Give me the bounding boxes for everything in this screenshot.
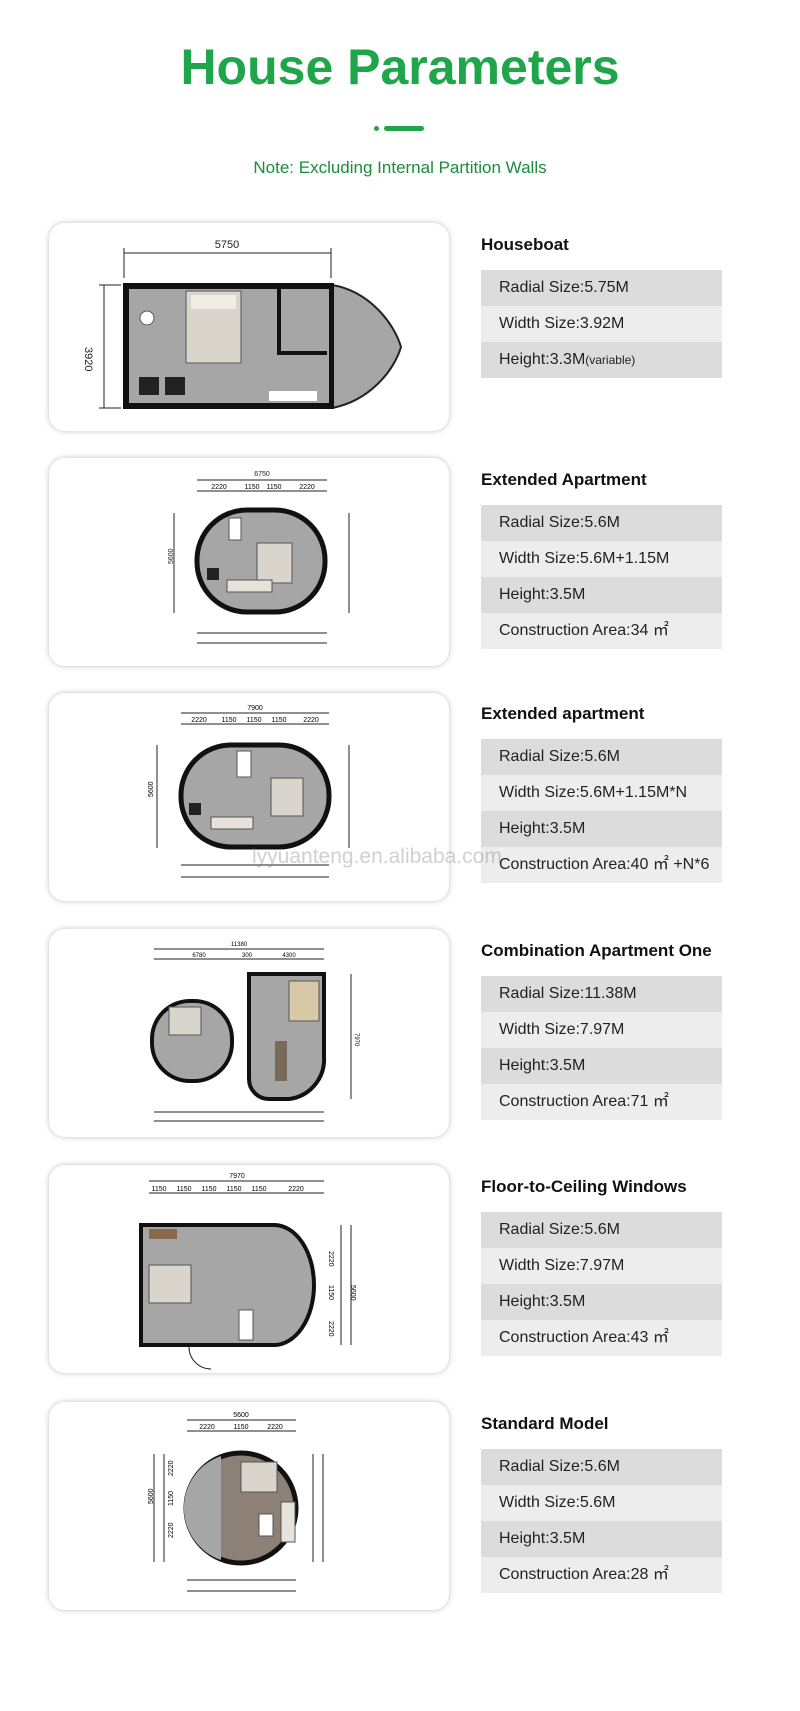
spec-area: Construction Area:71 ㎡ <box>481 1084 722 1120</box>
svg-text:5600: 5600 <box>233 1412 249 1419</box>
svg-text:1150: 1150 <box>244 484 259 491</box>
spec-section-houseboat: Houseboat Radial Size:5.75M Width Size:3… <box>481 232 781 378</box>
model-title: Standard Model <box>481 1414 609 1433</box>
spec-width: Width Size:3.92M <box>481 306 722 342</box>
extended-apartment-floorplan: 6750 2220 1150 1150 2220 5600 <box>168 471 350 644</box>
spec-radial: Radial Size:5.6M <box>481 739 722 775</box>
floorplan-card-houseboat: 5750 3920 <box>49 223 449 431</box>
svg-text:6780: 6780 <box>192 953 206 959</box>
svg-text:2220: 2220 <box>267 1424 283 1431</box>
spec-radial: Radial Size:5.6M <box>481 1449 722 1485</box>
svg-text:5600: 5600 <box>168 548 175 564</box>
svg-text:2220: 2220 <box>191 717 207 724</box>
extended-apartment-n-floorplan: 7900 2220 1150 1150 1150 2220 5600 <box>148 705 350 878</box>
spec-section-extended-apartment: Extended Apartment Radial Size:5.6M Widt… <box>481 467 781 649</box>
svg-text:1150: 1150 <box>151 1186 166 1193</box>
spec-height: Height:3.5M <box>481 811 722 847</box>
svg-text:7970: 7970 <box>229 1173 245 1180</box>
dim-breadth: 3920 <box>82 347 94 371</box>
model-title: Extended apartment <box>481 704 645 723</box>
svg-text:6750: 6750 <box>254 471 270 478</box>
svg-text:2220: 2220 <box>211 484 227 491</box>
spec-width: Width Size:5.6M <box>481 1485 722 1521</box>
spec-section-standard-model: Standard Model Radial Size:5.6M Width Si… <box>481 1411 781 1593</box>
svg-text:1150: 1150 <box>168 1491 175 1506</box>
svg-text:1150: 1150 <box>201 1186 216 1193</box>
spec-section-floor-to-ceiling-windows: Floor-to-Ceiling Windows Radial Size:5.6… <box>481 1174 781 1356</box>
svg-text:1150: 1150 <box>246 717 261 724</box>
svg-text:2220: 2220 <box>327 1251 334 1267</box>
model-title: Floor-to-Ceiling Windows <box>481 1177 687 1196</box>
spec-height: Height:3.5M <box>481 577 722 613</box>
dim-length: 5750 <box>215 239 239 251</box>
height-note: (variable) <box>585 353 636 367</box>
spec-height: Height:3.5M <box>481 1048 722 1084</box>
spec-width: Width Size:7.97M <box>481 1012 722 1048</box>
svg-text:5600: 5600 <box>148 1488 155 1504</box>
svg-text:300: 300 <box>242 953 253 959</box>
svg-text:2220: 2220 <box>299 484 315 491</box>
model-title: Houseboat <box>481 235 569 254</box>
svg-text:1150: 1150 <box>221 717 236 724</box>
spec-width: Width Size:5.6M+1.15M <box>481 541 722 577</box>
svg-text:1150: 1150 <box>327 1285 334 1300</box>
spec-area: Construction Area:34 ㎡ <box>481 613 722 649</box>
svg-text:1150: 1150 <box>176 1186 191 1193</box>
svg-text:2220: 2220 <box>168 1460 175 1476</box>
floorplan-card-floor-to-ceiling-windows: 7970 1150 1150 1150 1150 1150 2220 2220 … <box>49 1165 449 1373</box>
model-title: Combination Apartment One <box>481 941 712 960</box>
svg-text:1150: 1150 <box>266 484 281 491</box>
spec-radial: Radial Size:5.6M <box>481 505 722 541</box>
houseboat-floorplan: 5750 3920 <box>82 239 403 409</box>
svg-text:2220: 2220 <box>327 1321 334 1337</box>
spec-width: Width Size:5.6M+1.15M*N <box>481 775 722 811</box>
svg-text:1150: 1150 <box>251 1186 266 1193</box>
svg-text:2220: 2220 <box>288 1186 304 1193</box>
spec-radial: Radial Size:5.6M <box>481 1212 722 1248</box>
spec-height: Height:3.5M <box>481 1284 722 1320</box>
floorplan-card-standard-model: 5600 2220 1150 2220 5600 2220 1150 2220 <box>49 1402 449 1610</box>
spec-area: Construction Area:28 ㎡ <box>481 1557 722 1593</box>
svg-text:7900: 7900 <box>247 705 263 712</box>
title-divider <box>374 125 428 131</box>
spec-section-extended-apartment-n: Extended apartment Radial Size:5.6M Widt… <box>481 701 781 883</box>
spec-width: Width Size:7.97M <box>481 1248 722 1284</box>
page-title: House Parameters <box>180 39 620 95</box>
spec-height: Height:3.5M <box>481 1521 722 1557</box>
svg-text:7970: 7970 <box>353 1033 359 1047</box>
svg-text:11380: 11380 <box>231 942 248 948</box>
watermark: lyyuanteng.en.alibaba.com <box>252 845 502 868</box>
spec-radial: Radial Size:5.75M <box>481 270 722 306</box>
floorplan-card-extended-apartment-n: 7900 2220 1150 1150 1150 2220 5600 <box>49 693 449 901</box>
svg-text:1150: 1150 <box>226 1186 241 1193</box>
svg-text:2220: 2220 <box>168 1522 175 1538</box>
svg-text:1150: 1150 <box>233 1424 248 1431</box>
spec-radial: Radial Size:11.38M <box>481 976 722 1012</box>
svg-text:4300: 4300 <box>282 953 296 959</box>
svg-text:5600: 5600 <box>148 781 155 797</box>
floorplan-card-extended-apartment: 6750 2220 1150 1150 2220 5600 <box>49 458 449 666</box>
spec-section-combination-apartment: Combination Apartment One Radial Size:11… <box>481 938 781 1120</box>
spec-height: Height:3.3M(variable) <box>481 342 722 378</box>
floorplan-card-combination-apartment: 11380 6780 300 4300 7970 <box>49 929 449 1137</box>
page-note: Note: Excluding Internal Partition Walls <box>253 158 547 177</box>
standard-model-floorplan: 5600 2220 1150 2220 5600 2220 1150 2220 <box>148 1412 324 1592</box>
svg-text:2220: 2220 <box>199 1424 215 1431</box>
floor-to-ceiling-floorplan: 7970 1150 1150 1150 1150 1150 2220 2220 … <box>139 1173 356 1370</box>
svg-text:5600: 5600 <box>349 1285 356 1301</box>
spec-area: Construction Area:43 ㎡ <box>481 1320 722 1356</box>
spec-area: Construction Area:40 ㎡ +N*6 <box>481 847 722 883</box>
model-title: Extended Apartment <box>481 470 647 489</box>
svg-text:2220: 2220 <box>303 717 319 724</box>
combination-apartment-floorplan: 11380 6780 300 4300 7970 <box>150 942 359 1122</box>
svg-text:1150: 1150 <box>271 717 286 724</box>
